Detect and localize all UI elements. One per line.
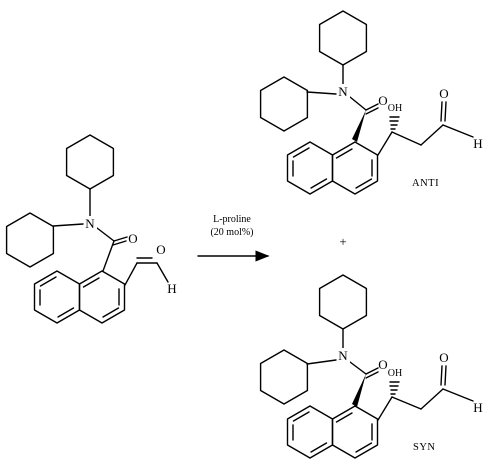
syn-label: SYN [413,442,436,453]
cyclohexyl-ring-2 [259,76,309,132]
carbonyl-oxygen: O [128,231,137,246]
carbonyl-oxygen: O [378,357,387,372]
naphthalene-core [286,141,379,195]
cyclohexyl-ring-2 [5,212,55,268]
nitrogen-atom: N [85,216,95,231]
naphthalene-core [33,270,126,324]
hydroxyl-group: OH [388,368,402,379]
reagent-loading: (20 mol%) [210,227,253,238]
cyclohexyl-ring-1 [318,10,368,66]
cyclohexyl-ring-2 [259,349,309,405]
nitrogen-atom: N [338,348,348,363]
anti-label: ANTI [412,178,439,189]
nitrogen-atom: N [338,84,348,99]
cyclohexyl-ring-1 [318,274,368,330]
cyclohexyl-ring-1 [65,134,115,190]
reagent-label: L-proline [213,214,251,225]
aldehyde-hydrogen: H [473,136,482,151]
syn-product: N O OH O H SYN [259,274,483,459]
aldehyde-hydrogen: H [167,281,176,296]
aldehyde-oxygen: O [439,86,448,101]
plus-sign: + [339,234,346,249]
anti-product: N O OH O H ANTI [259,10,483,195]
carbonyl-oxygen: O [378,93,387,108]
hydroxyl-group: OH [388,103,402,114]
aldehyde-hydrogen: H [473,400,482,415]
naphthalene-core [286,405,379,459]
aldehyde-oxygen: O [439,350,448,365]
reaction-arrow: L-proline (20 mol%) [197,214,270,262]
aldehyde-oxygen: O [156,242,165,257]
starting-material: N O O H [5,134,177,324]
